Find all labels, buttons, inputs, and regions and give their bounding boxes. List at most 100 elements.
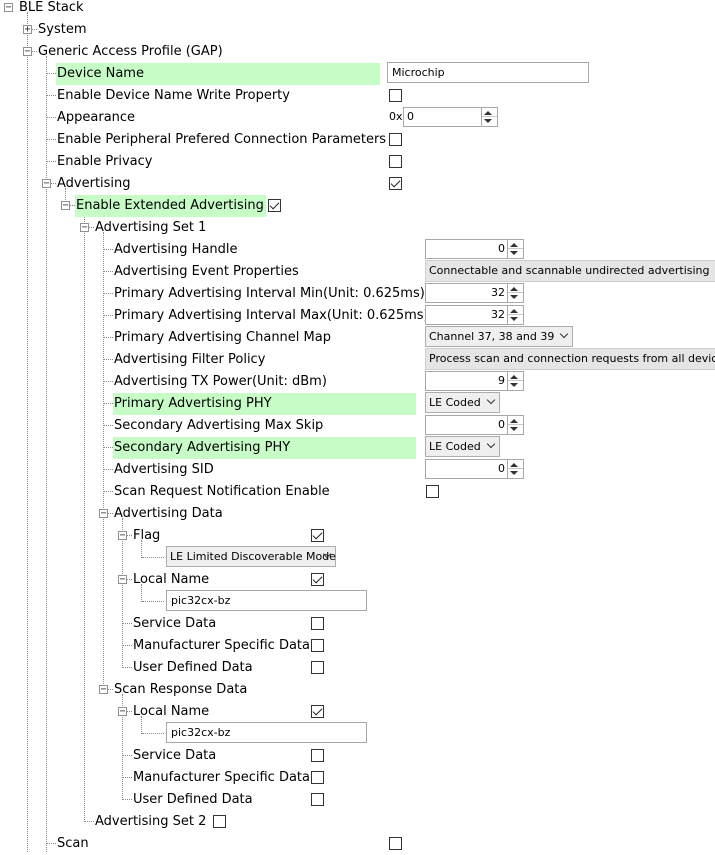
adv-set2-label[interactable]: Advertising Set 2	[95, 814, 207, 829]
advertising-checkbox[interactable]	[389, 177, 402, 190]
scan-local-name-label[interactable]: Local Name	[133, 704, 210, 719]
collapse-icon[interactable]: −	[99, 684, 108, 695]
sid-spinner[interactable]: 0	[425, 459, 524, 479]
flag-dropdown[interactable]: LE Limited Discoverable Mode	[166, 546, 336, 567]
scan-manufacturer-data-label[interactable]: Manufacturer Specific Data	[133, 770, 310, 785]
scan-service-data-checkbox[interactable]	[311, 749, 324, 762]
interval-max-label[interactable]: Primary Advertising Interval Max(Unit: 0…	[114, 308, 429, 323]
adv-service-data-label[interactable]: Service Data	[133, 616, 217, 631]
advertising-label[interactable]: Advertising	[57, 176, 131, 191]
scan-req-notif-label[interactable]: Scan Request Notification Enable	[114, 484, 330, 499]
tree-guide	[142, 557, 164, 558]
adv-local-name-field[interactable]: pic32cx-bz	[166, 590, 367, 611]
adv-set2-checkbox[interactable]	[213, 815, 226, 828]
scan-manufacturer-data-checkbox[interactable]	[311, 771, 324, 784]
spin-up-icon[interactable]	[510, 375, 518, 379]
scan-label[interactable]: Scan	[57, 836, 89, 851]
adv-manufacturer-data-label[interactable]: Manufacturer Specific Data	[133, 638, 310, 653]
spinner-buttons[interactable]	[507, 460, 523, 478]
collapse-icon[interactable]: −	[99, 508, 108, 519]
tree-item-gap[interactable]: Generic Access Profile (GAP)	[38, 44, 223, 59]
device-name-field[interactable]: Microchip	[387, 62, 589, 83]
scan-service-data-label[interactable]: Service Data	[133, 748, 217, 763]
collapse-icon[interactable]: −	[61, 200, 70, 211]
scan-req-notif-checkbox[interactable]	[426, 485, 439, 498]
collapse-icon[interactable]: −	[23, 46, 32, 57]
spin-up-icon[interactable]	[510, 243, 518, 247]
ext-adv-label[interactable]: Enable Extended Advertising	[75, 195, 266, 217]
channel-map-label[interactable]: Primary Advertising Channel Map	[114, 330, 331, 345]
peripheral-conn-label[interactable]: Enable Peripheral Prefered Connection Pa…	[57, 132, 387, 147]
scan-local-name-field[interactable]: pic32cx-bz	[166, 722, 367, 743]
appearance-spinner[interactable]: 0	[403, 107, 498, 127]
collapse-icon[interactable]: −	[80, 222, 89, 233]
primary-phy-dropdown[interactable]: LE Coded	[425, 392, 500, 413]
spin-down-icon[interactable]	[510, 383, 518, 387]
tx-power-spinner[interactable]: 9	[425, 371, 524, 391]
max-skip-label[interactable]: Secondary Advertising Max Skip	[114, 418, 324, 433]
channel-map-dropdown[interactable]: Channel 37, 38 and 39	[425, 326, 574, 347]
flag-checkbox[interactable]	[311, 529, 324, 542]
ext-adv-checkbox[interactable]	[268, 199, 281, 212]
appearance-label[interactable]: Appearance	[57, 110, 136, 125]
tree-root-label[interactable]: BLE Stack	[19, 0, 84, 15]
spinner-buttons[interactable]	[481, 108, 497, 126]
device-name-label[interactable]: Device Name	[56, 63, 380, 85]
enable-name-write-checkbox[interactable]	[389, 89, 402, 102]
tree-item-system[interactable]: System	[38, 22, 87, 37]
adv-user-data-label[interactable]: User Defined Data	[133, 660, 253, 675]
spin-down-icon[interactable]	[510, 317, 518, 321]
spin-down-icon[interactable]	[484, 119, 492, 123]
adv-set1-label[interactable]: Advertising Set 1	[95, 220, 207, 235]
interval-max-spinner[interactable]: 32	[425, 305, 524, 325]
filter-policy-label[interactable]: Advertising Filter Policy	[114, 352, 266, 367]
event-props-label[interactable]: Advertising Event Properties	[114, 264, 299, 279]
spinner-buttons[interactable]	[507, 284, 523, 302]
max-skip-spinner[interactable]: 0	[425, 415, 524, 435]
scan-user-data-label[interactable]: User Defined Data	[133, 792, 253, 807]
expand-icon[interactable]: +	[23, 24, 32, 35]
enable-name-write-label[interactable]: Enable Device Name Write Property	[57, 88, 290, 103]
sid-label[interactable]: Advertising SID	[114, 462, 214, 477]
scan-user-data-checkbox[interactable]	[311, 793, 324, 806]
primary-phy-label[interactable]: Primary Advertising PHY	[113, 393, 416, 415]
spinner-buttons[interactable]	[507, 372, 523, 390]
scan-checkbox[interactable]	[389, 837, 402, 850]
spin-down-icon[interactable]	[510, 471, 518, 475]
adv-handle-label[interactable]: Advertising Handle	[114, 242, 238, 257]
flag-label[interactable]: Flag	[133, 528, 161, 543]
spin-up-icon[interactable]	[510, 309, 518, 313]
spin-up-icon[interactable]	[510, 287, 518, 291]
collapse-icon[interactable]: −	[118, 706, 127, 717]
privacy-label[interactable]: Enable Privacy	[57, 154, 153, 169]
adv-local-name-checkbox[interactable]	[311, 573, 324, 586]
privacy-checkbox[interactable]	[389, 155, 402, 168]
spinner-buttons[interactable]	[507, 306, 523, 324]
scan-local-name-checkbox[interactable]	[311, 705, 324, 718]
interval-min-label[interactable]: Primary Advertising Interval Min(Unit: 0…	[114, 286, 425, 301]
adv-user-data-checkbox[interactable]	[311, 661, 324, 674]
adv-service-data-checkbox[interactable]	[311, 617, 324, 630]
scan-resp-label[interactable]: Scan Response Data	[114, 682, 248, 697]
spin-up-icon[interactable]	[510, 463, 518, 467]
collapse-icon[interactable]: −	[4, 2, 13, 13]
spin-up-icon[interactable]	[484, 111, 492, 115]
spin-down-icon[interactable]	[510, 427, 518, 431]
spin-down-icon[interactable]	[510, 295, 518, 299]
spinner-buttons[interactable]	[507, 416, 523, 434]
secondary-phy-dropdown[interactable]: LE Coded	[425, 436, 500, 457]
interval-min-spinner[interactable]: 32	[425, 283, 524, 303]
peripheral-conn-checkbox[interactable]	[389, 133, 402, 146]
adv-manufacturer-data-checkbox[interactable]	[311, 639, 324, 652]
adv-local-name-label[interactable]: Local Name	[133, 572, 210, 587]
adv-data-label[interactable]: Advertising Data	[114, 506, 223, 521]
adv-handle-spinner[interactable]: 0	[425, 239, 524, 259]
spinner-buttons[interactable]	[507, 240, 523, 258]
tx-power-label[interactable]: Advertising TX Power(Unit: dBm)	[114, 374, 327, 389]
secondary-phy-label[interactable]: Secondary Advertising PHY	[113, 437, 416, 459]
collapse-icon[interactable]: −	[118, 574, 127, 585]
collapse-icon[interactable]: −	[118, 530, 127, 541]
collapse-icon[interactable]: −	[42, 178, 51, 189]
spin-down-icon[interactable]	[510, 251, 518, 255]
spin-up-icon[interactable]	[510, 419, 518, 423]
